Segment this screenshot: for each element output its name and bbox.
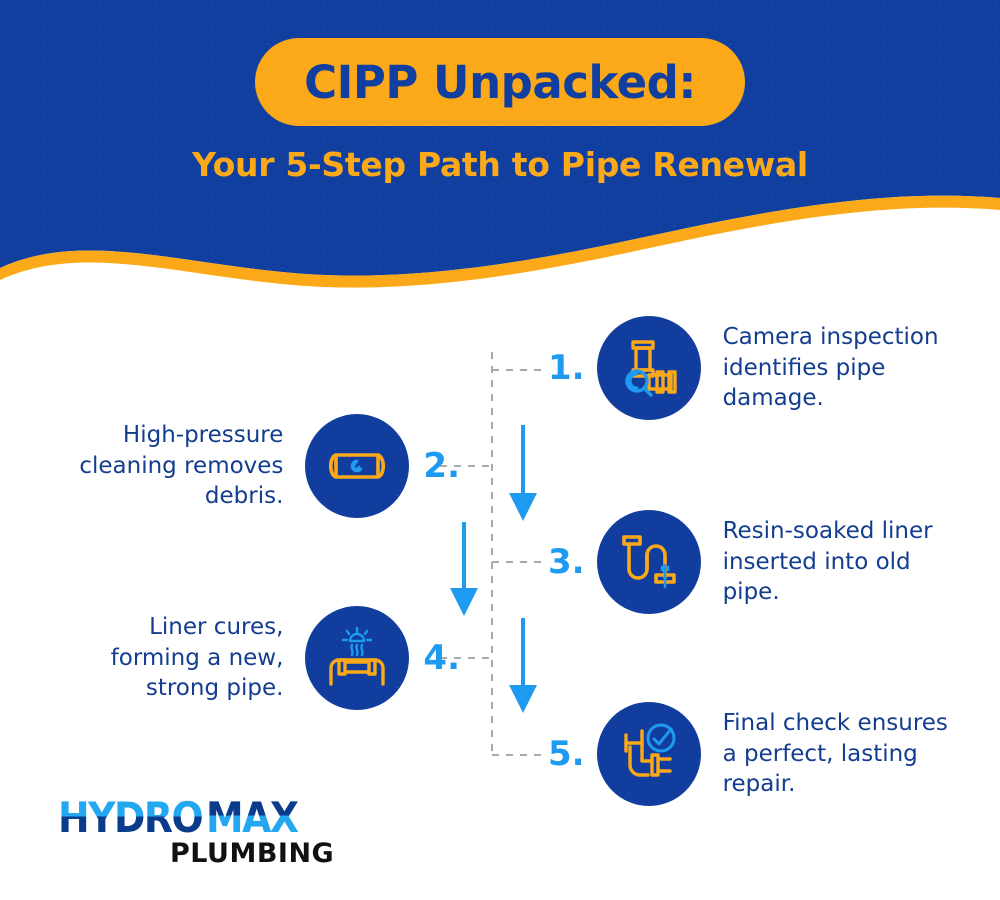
resin-liner-insert-icon — [621, 535, 676, 589]
pipe-inspection-camera-icon — [624, 340, 677, 397]
step-number-4: 4. — [423, 638, 460, 678]
step-icon-bubble-3 — [596, 510, 701, 614]
step-number-5: 5. — [548, 734, 585, 774]
flow-arrow-1 — [509, 425, 537, 521]
logo-max-text: MAX — [206, 793, 299, 842]
step-row-2[interactable]: High-pressure cleaning removes debris. 2… — [60, 414, 460, 518]
header-banner: CIPP Unpacked: Your 5-Step Path to Pipe … — [0, 0, 1000, 300]
step-number-1: 1. — [548, 348, 585, 388]
step-description-5: Final check ensures a perfect, lasting r… — [722, 710, 948, 798]
pipe-final-check-icon — [623, 723, 676, 777]
step-number-2: 2. — [423, 446, 460, 486]
step-description-2: High-pressure cleaning removes debris. — [79, 422, 284, 510]
page-subtitle: Your 5-Step Path to Pipe Renewal — [192, 145, 808, 184]
step-number-3: 3. — [548, 542, 585, 582]
step-icon-bubble-5 — [596, 702, 701, 806]
step-row-1[interactable]: 1. Camera inspection identifies pipe — [548, 316, 968, 420]
step-row-3[interactable]: 3. Resin-soaked liner inserted into old … — [548, 510, 968, 614]
pipe-jet-cleaning-icon — [329, 453, 386, 479]
step-description-4: Liner cures, forming a new, strong pipe. — [110, 614, 284, 702]
step-icon-bubble-4 — [305, 606, 410, 710]
title-badge: CIPP Unpacked: — [255, 38, 745, 126]
hydromax-plumbing-logo: HYDRO MAX PLUMBING — [58, 793, 334, 869]
header-wave-shape — [0, 0, 1000, 288]
brand-logo[interactable]: HYDRO MAX PLUMBING — [58, 790, 358, 870]
step-row-5[interactable]: 5. Final check ensures a perfect, lastin… — [548, 702, 968, 806]
logo-hydro-text: HYDRO — [58, 793, 202, 842]
flow-arrow-2 — [450, 522, 478, 616]
step-row-4[interactable]: Liner cures, forming a new, strong pipe. — [60, 606, 460, 710]
step-icon-bubble-1 — [596, 316, 701, 420]
page-title: CIPP Unpacked: — [304, 55, 696, 109]
step-description-3: Resin-soaked liner inserted into old pip… — [722, 518, 933, 606]
flow-arrow-3 — [509, 618, 537, 713]
step-description-1: Camera inspection identifies pipe damage… — [722, 324, 939, 412]
pipe-curing-heat-icon — [329, 626, 386, 686]
logo-plumbing-text: PLUMBING — [170, 838, 334, 869]
step-icon-bubble-2 — [305, 414, 410, 518]
